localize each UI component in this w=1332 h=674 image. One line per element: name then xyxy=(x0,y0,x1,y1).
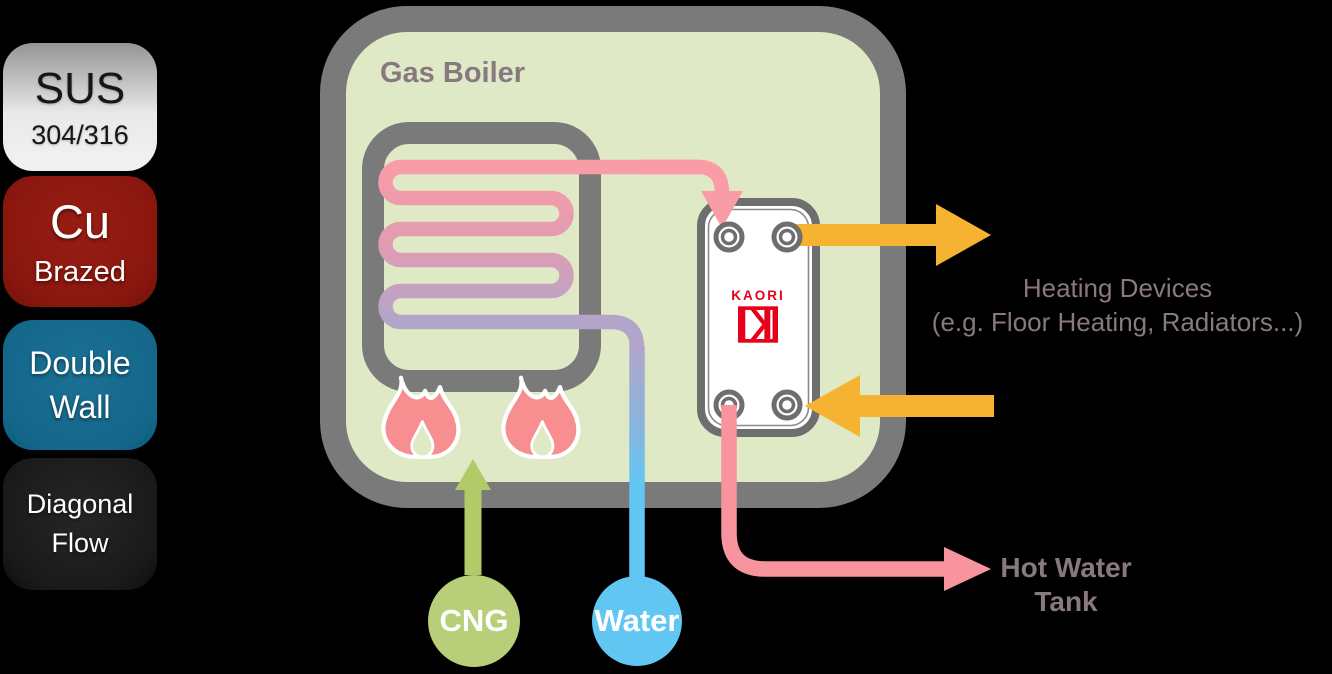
badge-title: SUS xyxy=(34,63,126,113)
gas-boiler-title: Gas Boiler xyxy=(380,57,526,89)
badge-title: Diagonal xyxy=(26,489,134,519)
badge-double-wall: Double Wall xyxy=(3,320,157,450)
water-inlet-label: Water xyxy=(594,603,680,638)
badge-subtitle: Brazed xyxy=(34,256,126,288)
badge-title: Double xyxy=(29,344,131,381)
badge-title: Cu xyxy=(49,195,111,248)
hot-water-line2: Tank xyxy=(1034,586,1098,617)
badge-subtitle: Flow xyxy=(51,528,109,558)
badge-diagonal-flow: Diagonal Flow xyxy=(3,458,157,590)
badge-subtitle: 304/316 xyxy=(31,119,129,150)
heating-devices-line1: Heating Devices xyxy=(1022,273,1213,303)
water-inlet-circle xyxy=(592,576,682,666)
heating-supply-arrow xyxy=(794,204,991,266)
cng-inlet-label: CNG xyxy=(439,603,509,638)
cng-inlet-arrow xyxy=(455,459,491,575)
hot-supply-arrowhead xyxy=(701,191,743,228)
hot-water-tank-arrow xyxy=(721,405,991,591)
heat-exchanger-inner-line xyxy=(707,208,810,427)
hx-port-top-left xyxy=(713,221,745,253)
badge-sus-304-316: SUS 304/316 xyxy=(3,43,157,171)
cng-inlet-circle xyxy=(428,575,520,667)
hot-water-tank-label: Hot Water Tank xyxy=(983,551,1149,619)
heating-devices-label: Heating Devices (e.g. Floor Heating, Rad… xyxy=(905,271,1330,339)
kaori-k-mark-icon xyxy=(738,306,778,343)
kaori-brand-text: KAORI xyxy=(731,288,785,303)
flame-icon xyxy=(381,375,461,459)
hx-port-top-right xyxy=(771,221,803,253)
badge-subtitle: Wall xyxy=(49,388,111,425)
hx-port-bottom-right xyxy=(771,389,803,421)
flame-icon xyxy=(501,375,581,459)
heating-return-arrow xyxy=(805,375,994,437)
badge-cu-brazed: Cu Brazed xyxy=(3,176,157,307)
hot-supply-pipe xyxy=(640,159,730,194)
boiler-coil-pipe xyxy=(378,159,708,356)
kaori-brand: KAORI xyxy=(710,288,806,343)
heating-devices-line2: (e.g. Floor Heating, Radiators...) xyxy=(931,307,1304,337)
hot-water-line1: Hot Water xyxy=(1000,552,1132,583)
